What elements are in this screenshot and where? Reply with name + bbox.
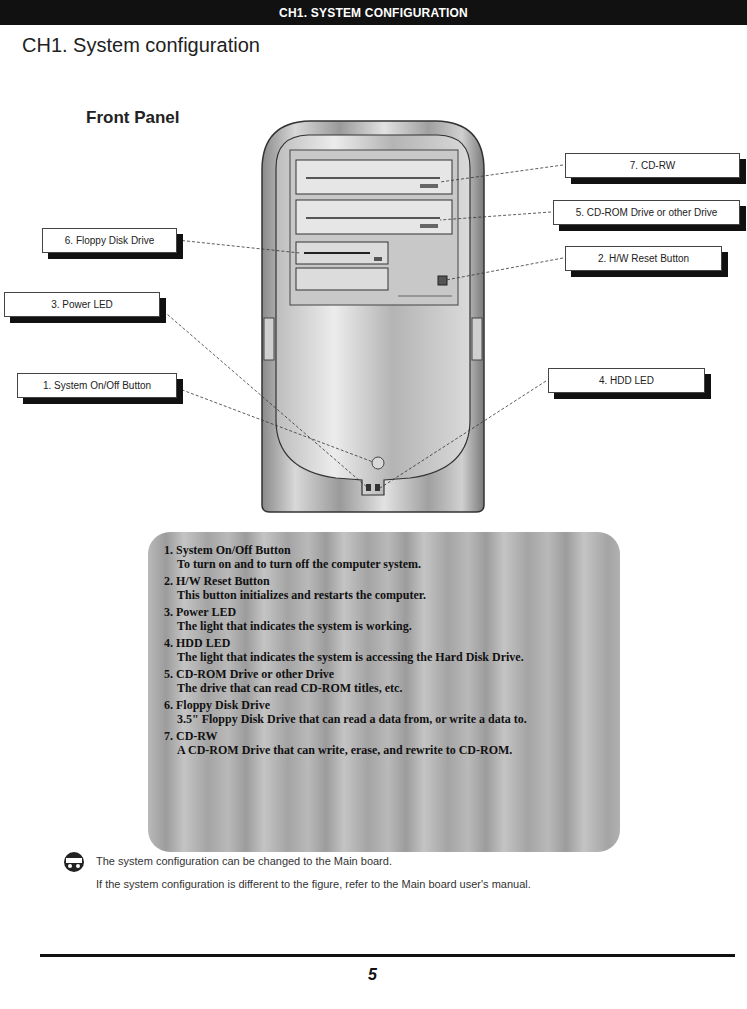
callout-label: 1. System On/Off Button — [43, 380, 151, 391]
item-description: The light that indicates the system is w… — [164, 619, 604, 633]
callout-label: 5. CD-ROM Drive or other Drive — [576, 207, 718, 218]
callout-label: 2. H/W Reset Button — [598, 253, 689, 264]
header-bar: CH1. SYSTEM CONFIGURATION — [0, 0, 747, 25]
case-body — [262, 121, 484, 512]
reset-button — [438, 276, 447, 285]
callout-label: 6. Floppy Disk Drive — [65, 235, 154, 246]
page-number: 5 — [368, 966, 377, 984]
item-heading: 1. System On/Off Button — [164, 543, 604, 557]
leader-lines — [160, 165, 563, 488]
cd-rom-drive — [296, 200, 452, 234]
item-description: A CD-ROM Drive that can write, erase, an… — [164, 743, 604, 757]
item-heading: 5. CD-ROM Drive or other Drive — [164, 667, 604, 681]
floppy-drive — [296, 242, 388, 264]
item-heading: 2. H/W Reset Button — [164, 574, 604, 588]
item-heading: 6. Floppy Disk Drive — [164, 698, 604, 712]
bay-frame — [290, 150, 458, 305]
page-title: CH1. System configuration — [22, 34, 260, 57]
side-tab — [472, 318, 482, 360]
power-button — [372, 457, 384, 469]
item-description: The light that indicates the system is a… — [164, 650, 604, 664]
section-heading: Front Panel — [86, 108, 180, 128]
item-heading: 4. HDD LED — [164, 636, 604, 650]
callout-box: 2. H/W Reset Button — [565, 246, 722, 271]
front-panel — [276, 135, 470, 495]
description-panel: 1. System On/Off ButtonTo turn on and to… — [148, 532, 620, 852]
note-text: The system configuration can be changed … — [96, 855, 392, 867]
callout-box: 1. System On/Off Button — [17, 373, 177, 398]
callout-label: 7. CD-RW — [630, 160, 675, 171]
item-description: 3.5" Floppy Disk Drive that can read a d… — [164, 712, 604, 726]
blank-bay — [296, 268, 388, 290]
note-icon — [64, 852, 84, 872]
power-led — [366, 484, 371, 491]
callout-label: 3. Power LED — [51, 299, 113, 310]
item-description: This button initializes and restarts the… — [164, 588, 604, 602]
callout-label: 4. HDD LED — [599, 375, 654, 386]
bottom-rule — [40, 954, 735, 957]
item-heading: 3. Power LED — [164, 605, 604, 619]
item-heading: 7. CD-RW — [164, 729, 604, 743]
header-text: CH1. SYSTEM CONFIGURATION — [279, 6, 468, 20]
callout-box: 3. Power LED — [4, 292, 160, 317]
hdd-led — [375, 484, 380, 491]
item-description: To turn on and to turn off the computer … — [164, 557, 604, 571]
callout-box: 5. CD-ROM Drive or other Drive — [553, 200, 740, 225]
side-tab — [264, 318, 274, 360]
callout-box: 7. CD-RW — [565, 153, 740, 178]
cd-rw-drive — [296, 160, 452, 194]
note-text: If the system configuration is different… — [96, 878, 531, 890]
item-description: The drive that can read CD-ROM titles, e… — [164, 681, 604, 695]
callout-box: 6. Floppy Disk Drive — [42, 228, 177, 253]
callout-box: 4. HDD LED — [548, 368, 705, 393]
